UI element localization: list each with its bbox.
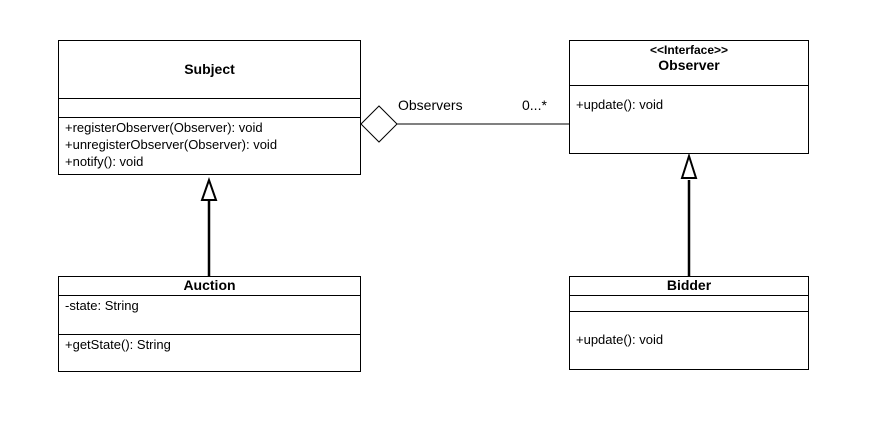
bidder-realization-arrowhead-icon bbox=[680, 152, 698, 179]
class-subject-operations: +registerObserver(Observer): void +unreg… bbox=[59, 118, 360, 170]
operation-notify: +notify(): void bbox=[65, 154, 144, 169]
class-auction-operations: +getState(): String bbox=[59, 335, 360, 353]
class-observer-name: Observer bbox=[658, 57, 720, 73]
class-bidder-header: Bidder bbox=[570, 277, 808, 296]
class-bidder-name: Bidder bbox=[666, 277, 712, 293]
class-bidder[interactable]: Bidder +update(): void bbox=[569, 276, 809, 370]
operation-unregister-observer: +unregisterObserver(Observer): void bbox=[65, 137, 278, 152]
class-auction[interactable]: Auction -state: String +getState(): Stri… bbox=[58, 276, 361, 372]
class-bidder-operations: +update(): void bbox=[570, 312, 808, 348]
class-subject-header: Subject bbox=[59, 41, 360, 99]
auction-generalization-arrowhead-icon bbox=[200, 176, 218, 201]
class-subject[interactable]: Subject +registerObserver(Observer): voi… bbox=[58, 40, 361, 175]
aggregation-diamond-icon bbox=[360, 105, 398, 143]
class-auction-attributes: -state: String bbox=[59, 296, 360, 335]
operation-get-state: +getState(): String bbox=[65, 337, 171, 352]
attribute-state: -state: String bbox=[65, 298, 139, 313]
class-observer-stereotype: <<Interface>> bbox=[649, 43, 729, 57]
class-observer-operations: +update(): void bbox=[570, 86, 808, 113]
class-auction-name: Auction bbox=[183, 277, 236, 293]
aggregation-multiplicity-label: 0...* bbox=[522, 97, 547, 113]
class-subject-attributes bbox=[59, 99, 360, 118]
class-bidder-attributes bbox=[570, 296, 808, 312]
operation-update: +update(): void bbox=[576, 97, 664, 112]
class-observer[interactable]: <<Interface>> Observer +update(): void bbox=[569, 40, 809, 154]
operation-update: +update(): void bbox=[576, 332, 664, 347]
operation-register-observer: +registerObserver(Observer): void bbox=[65, 120, 263, 135]
class-auction-header: Auction bbox=[59, 277, 360, 296]
aggregation-role-label: Observers bbox=[398, 97, 463, 113]
class-observer-header: <<Interface>> Observer bbox=[570, 41, 808, 86]
class-subject-name: Subject bbox=[184, 61, 235, 77]
